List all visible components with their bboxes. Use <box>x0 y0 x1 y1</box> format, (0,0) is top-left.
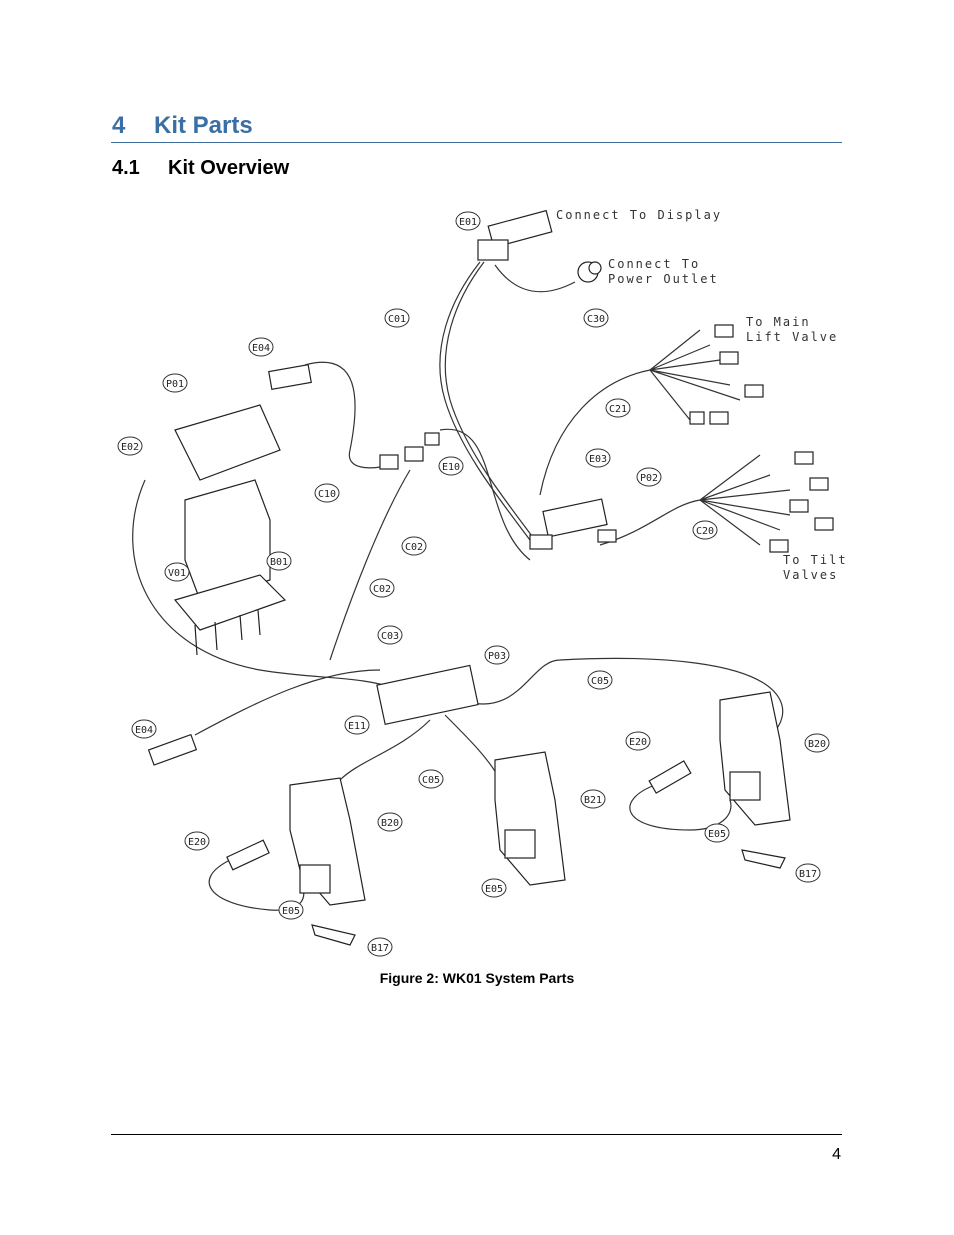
section-heading: 4 Kit Parts <box>111 110 842 143</box>
callout-E20: E20 <box>629 737 647 748</box>
callout-E04: E04 <box>252 343 270 354</box>
callout-V01: V01 <box>168 568 186 579</box>
callout-C01: C01 <box>388 314 406 325</box>
note-power-line1: Connect To <box>608 257 700 271</box>
callout-E03: E03 <box>589 454 607 465</box>
note-tilt-line2: Valves <box>783 568 838 582</box>
note-power-line2: Power Outlet <box>608 272 719 286</box>
callout-P02: P02 <box>640 473 658 484</box>
callout-E05: E05 <box>708 829 726 840</box>
callout-C05: C05 <box>422 775 440 786</box>
subsection-number: 4.1 <box>112 157 140 179</box>
wk01-system-parts-diagram: E01 C01 C30 C21 E03 P02 C20 C02 C02 E04 … <box>117 208 848 957</box>
callout-C05: C05 <box>591 676 609 687</box>
figure-caption: Figure 2: WK01 System Parts <box>379 970 575 986</box>
callout-E20: E20 <box>188 837 206 848</box>
callout-C03: C03 <box>381 631 399 642</box>
callout-P03: P03 <box>488 651 506 662</box>
callout-bubbles <box>117 211 830 957</box>
note-connect-display: Connect To Display <box>556 208 722 222</box>
callout-C02: C02 <box>373 584 391 595</box>
diagram-notes: Connect To Display Connect To Power Outl… <box>556 208 848 582</box>
callout-C21: C21 <box>609 404 627 415</box>
callout-E11: E11 <box>348 721 366 732</box>
callout-C30: C30 <box>587 314 605 325</box>
callout-E05: E05 <box>485 884 503 895</box>
callout-P01: P01 <box>166 379 184 390</box>
callout-C10: C10 <box>318 489 336 500</box>
note-lift-line1: To Main <box>746 315 811 329</box>
page-number: 4 <box>832 1146 841 1163</box>
callout-C20: C20 <box>696 526 714 537</box>
callout-B17: B17 <box>371 943 389 954</box>
callout-E10: E10 <box>442 462 460 473</box>
callout-B20: B20 <box>808 739 826 750</box>
callout-E01: E01 <box>459 217 477 228</box>
callout-B17: B17 <box>799 869 817 880</box>
section-number: 4 <box>112 112 126 139</box>
components <box>147 209 834 946</box>
note-lift-line2: Lift Valve <box>746 330 838 344</box>
subsection-title: Kit Overview <box>168 157 290 179</box>
callout-E02: E02 <box>121 442 139 453</box>
callout-B21: B21 <box>584 795 602 806</box>
section-title: Kit Parts <box>154 112 253 139</box>
footer-rule <box>111 1134 842 1135</box>
callout-C02: C02 <box>405 542 423 553</box>
callout-E04: E04 <box>135 725 153 736</box>
note-tilt-line1: To Tilt <box>783 553 848 567</box>
callout-B01: B01 <box>270 557 288 568</box>
callout-E05: E05 <box>282 906 300 917</box>
cables <box>132 261 791 911</box>
callout-labels: E01 C01 C30 C21 E03 P02 C20 C02 C02 E04 … <box>121 217 826 954</box>
callout-B20: B20 <box>381 818 399 829</box>
